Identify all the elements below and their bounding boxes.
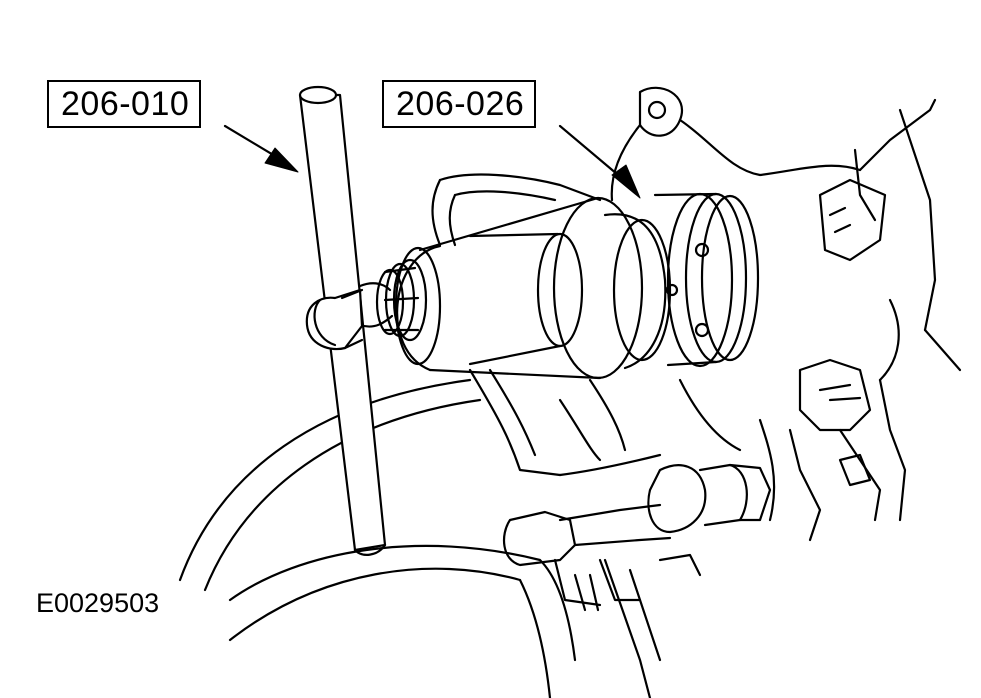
callout-tool-206-026: 206-026 (382, 80, 537, 128)
callout-tool-206-010: 206-010 (47, 80, 202, 128)
caliper-housing (431, 86, 962, 542)
leader-lines (223, 124, 632, 187)
arrowhead-1 (264, 147, 299, 173)
arrowheads (264, 147, 641, 199)
arrowhead-2 (611, 164, 641, 199)
tool-handle-206-010 (298, 85, 387, 556)
tool-body-206-026 (358, 196, 672, 380)
figure-id: E0029503 (36, 588, 160, 618)
guide-pin (502, 463, 772, 698)
piston-bore (653, 192, 760, 368)
brake-disc (178, 378, 577, 698)
